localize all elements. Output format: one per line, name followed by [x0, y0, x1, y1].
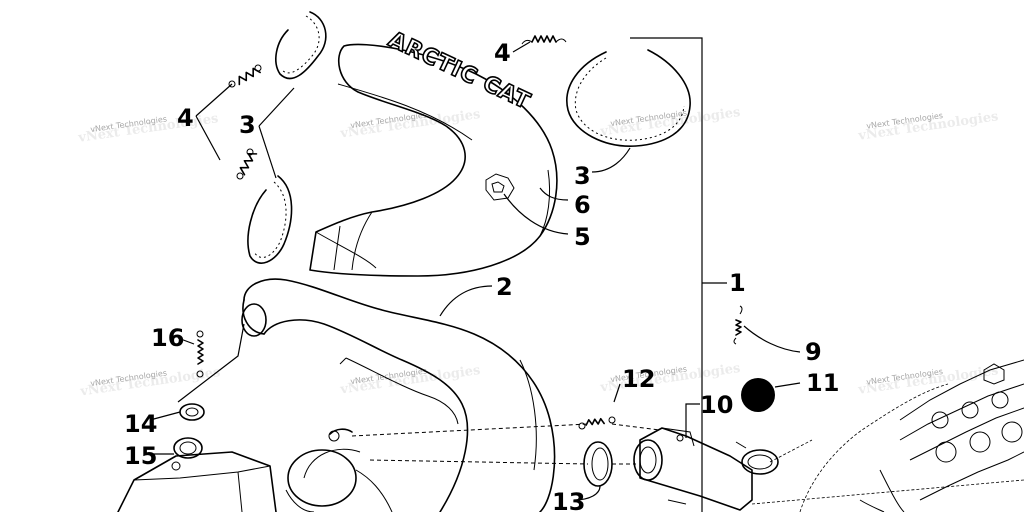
exhaust-spring-9	[733, 305, 743, 345]
callout-14: 14	[124, 410, 157, 438]
callout-3-right: 3	[574, 162, 591, 190]
callout-10: 10	[700, 391, 733, 419]
heat-shield-brand: ARCTIC CAT	[384, 27, 534, 115]
exhaust-spring-top-right	[521, 35, 567, 45]
exhaust-heat-shield: ARCTIC CAT	[309, 26, 558, 277]
callout-2: 2	[496, 273, 513, 301]
heat-shield-decal	[485, 173, 515, 201]
callout-11: 11	[806, 369, 839, 397]
callout-9: 9	[805, 338, 822, 366]
callouts: 1 2 3 3 4 4 5 6 9 10 11 12 13 16 14 15	[124, 39, 839, 512]
exhaust-manifold-10	[633, 427, 753, 511]
alignment-lines	[351, 423, 661, 465]
engine-outline	[751, 359, 1024, 512]
manifold-gasket	[741, 449, 779, 475]
exhaust-spring-lower	[236, 148, 258, 180]
callout-13: 13	[552, 488, 585, 512]
washer-11	[741, 378, 775, 412]
callout-3-left: 3	[239, 111, 256, 139]
exhaust-spring-16	[196, 330, 204, 378]
callout-5: 5	[574, 223, 591, 251]
callout-16: 16	[151, 324, 184, 352]
exhaust-spring-upper	[228, 64, 262, 88]
grommet-14	[179, 403, 205, 421]
callout-6: 6	[574, 191, 591, 219]
assembly-bracket	[630, 37, 727, 512]
callout-4-left: 4	[177, 104, 194, 132]
expansion-chamber	[241, 278, 556, 512]
watermarks: vNext Technologies vNext Technologies vN…	[76, 105, 999, 400]
callout-12: 12	[622, 365, 655, 393]
exhaust-spring-12	[578, 416, 616, 430]
callout-4-top: 4	[494, 39, 511, 67]
callout-15: 15	[124, 442, 157, 470]
leader-lines	[149, 41, 801, 501]
chain-clamp-upper-left	[275, 11, 327, 80]
chain-clamp-right	[566, 49, 691, 147]
callout-1: 1	[729, 269, 746, 297]
exhaust-gasket-13	[583, 441, 613, 487]
muffler-15	[117, 437, 277, 512]
chain-clamp-lower-left	[247, 175, 293, 264]
